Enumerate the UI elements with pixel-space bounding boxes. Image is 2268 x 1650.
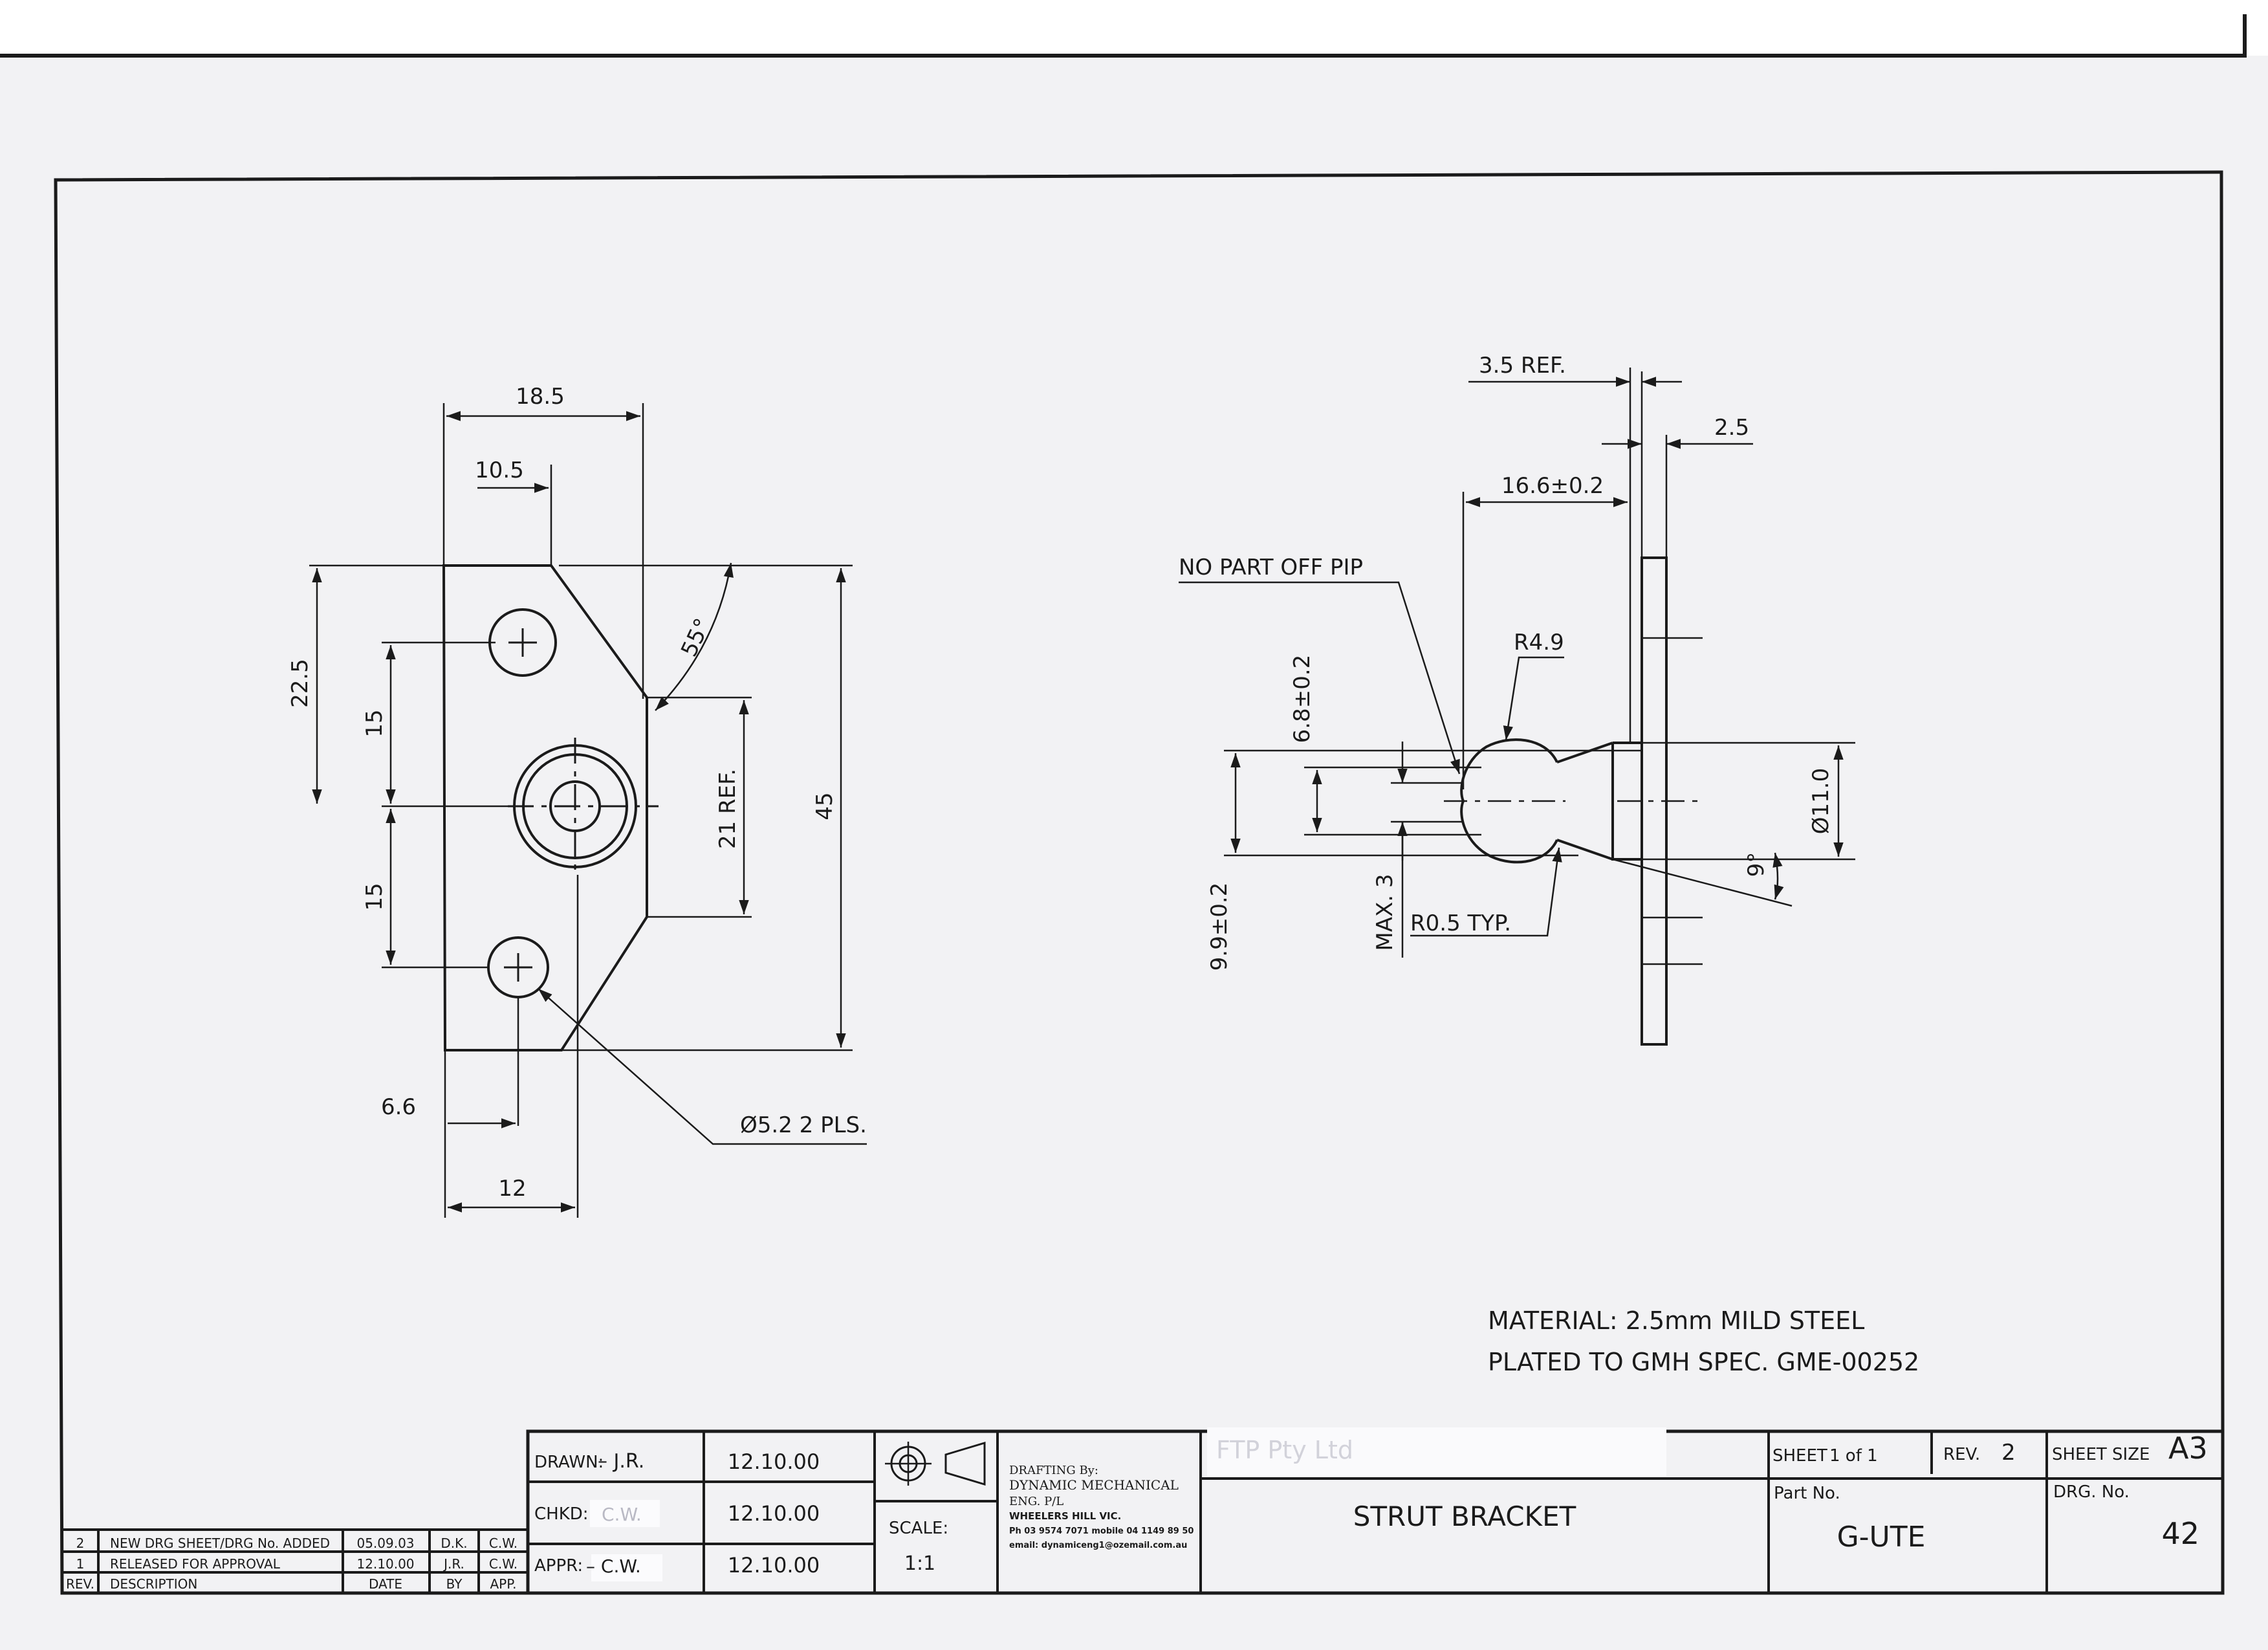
part-no-label: Part No. xyxy=(1774,1484,1840,1503)
stamp-text: FTP Pty Ltd xyxy=(1216,1436,1353,1464)
appr-label: APPR: xyxy=(534,1556,583,1576)
drg-no-label: DRG. No. xyxy=(2053,1482,2130,1502)
drawn-by: – J.R. xyxy=(598,1450,644,1473)
title-block: DRAWN: – J.R. 12.10.00 CHKD: C.W. 12.10.… xyxy=(526,1427,2225,1595)
company-line-1: DRAFTING By: xyxy=(1009,1464,1098,1477)
dim-2-5: 2.5 xyxy=(1714,415,1749,441)
dim-15-upper: 15 xyxy=(362,709,387,737)
rev-row-2-by: J.R. xyxy=(442,1556,464,1572)
plating-note: PLATED TO GMH SPEC. GME-00252 xyxy=(1488,1348,1919,1376)
scale-value: 1:1 xyxy=(904,1552,935,1575)
sheet-size-label: SHEET SIZE xyxy=(2052,1445,2150,1464)
rev-header-rev: REV. xyxy=(66,1576,94,1592)
drawing-title: STRUT BRACKET xyxy=(1353,1501,1576,1532)
drg-no-value: 42 xyxy=(2161,1516,2199,1551)
material-note: MATERIAL: 2.5mm MILD STEEL xyxy=(1488,1306,1864,1335)
dim-9-deg: 9° xyxy=(1743,852,1769,877)
dim-r4-9: R4.9 xyxy=(1514,630,1564,655)
rev-row-2-desc: RELEASED FOR APPROVAL xyxy=(110,1556,281,1572)
chkd-label: CHKD: xyxy=(534,1504,589,1524)
company-line-5: Ph 03 9574 7071 mobile 04 1149 89 50 xyxy=(1009,1526,1194,1536)
dim-18-5: 18.5 xyxy=(516,384,565,410)
dim-6-6: 6.6 xyxy=(381,1094,416,1120)
drawn-label: DRAWN: xyxy=(534,1453,604,1472)
dim-16-6: 16.6±0.2 xyxy=(1501,473,1604,499)
dim-r0-5-typ: R0.5 TYP. xyxy=(1410,910,1511,936)
company-line-3: ENG. P/L xyxy=(1009,1495,1063,1508)
third-angle-projection-icon xyxy=(885,1441,986,1486)
dim-12: 12 xyxy=(498,1176,526,1202)
rev-row-2-rev: 1 xyxy=(76,1556,85,1572)
appr-by: – C.W. xyxy=(586,1556,641,1577)
dim-3-5-ref: 3.5 REF. xyxy=(1479,353,1566,379)
rev-row-1-desc: NEW DRG SHEET/DRG No. ADDED xyxy=(110,1535,330,1551)
part-no-value: G-UTE xyxy=(1837,1521,1926,1554)
sheet-size-value: A3 xyxy=(2168,1431,2208,1466)
dim-6-8: 6.8±0.2 xyxy=(1289,655,1315,743)
revision-table: 2 NEW DRG SHEET/DRG No. ADDED 05.09.03 D… xyxy=(62,1528,528,1594)
rev-header-desc: DESCRIPTION xyxy=(110,1576,197,1592)
rev-row-1-rev: 2 xyxy=(76,1535,85,1551)
side-view: 3.5 REF. 2.5 16.6±0.2 NO PART OFF PIP R4… xyxy=(1179,353,1855,1046)
drawn-date: 12.10.00 xyxy=(728,1449,820,1474)
company-line-4: WHEELERS HILL VIC. xyxy=(1009,1510,1121,1522)
front-view: 18.5 10.5 22.5 15 15 55° 21 REF. 45 6.6 … xyxy=(287,384,867,1218)
dim-max-3: MAX. 3 xyxy=(1372,874,1398,951)
dim-22-5: 22.5 xyxy=(287,659,313,708)
rev-row-1-by: D.K. xyxy=(441,1535,467,1551)
sheet-label: SHEET xyxy=(1772,1446,1827,1466)
dim-45: 45 xyxy=(812,792,838,820)
sheet-value: 1 of 1 xyxy=(1829,1446,1878,1466)
dim-10-5: 10.5 xyxy=(475,457,524,483)
chkd-by: C.W. xyxy=(602,1504,642,1525)
company-line-6: email: dynamiceng1@ozemail.com.au xyxy=(1009,1541,1187,1550)
dim-15-lower: 15 xyxy=(362,883,387,910)
rev-row-2-app: C.W. xyxy=(489,1556,518,1572)
scale-label: SCALE: xyxy=(889,1519,948,1538)
notes: MATERIAL: 2.5mm MILD STEEL PLATED TO GMH… xyxy=(1488,1306,1919,1376)
rev-row-1-date: 05.09.03 xyxy=(356,1535,414,1551)
rev-header-by: BY xyxy=(446,1576,463,1592)
rev-header-app: APP. xyxy=(490,1576,516,1592)
rev-value: 2 xyxy=(2001,1440,2016,1466)
chkd-date: 12.10.00 xyxy=(728,1501,820,1526)
rev-header-date: DATE xyxy=(369,1576,402,1592)
company-line-2: DYNAMIC MECHANICAL xyxy=(1009,1477,1179,1493)
appr-date: 12.10.00 xyxy=(728,1553,820,1578)
note-no-part-off-pip: NO PART OFF PIP xyxy=(1179,555,1363,580)
rev-row-1-app: C.W. xyxy=(489,1535,518,1551)
dim-9-9: 9.9±0.2 xyxy=(1206,883,1232,971)
dim-hole-dia: Ø5.2 2 PLS. xyxy=(740,1112,867,1138)
dim-21-ref: 21 REF. xyxy=(715,769,741,849)
dim-dia-11: Ø11.0 xyxy=(1808,768,1834,834)
rev-row-2-date: 12.10.00 xyxy=(356,1556,414,1572)
rev-label: REV. xyxy=(1943,1445,1980,1464)
